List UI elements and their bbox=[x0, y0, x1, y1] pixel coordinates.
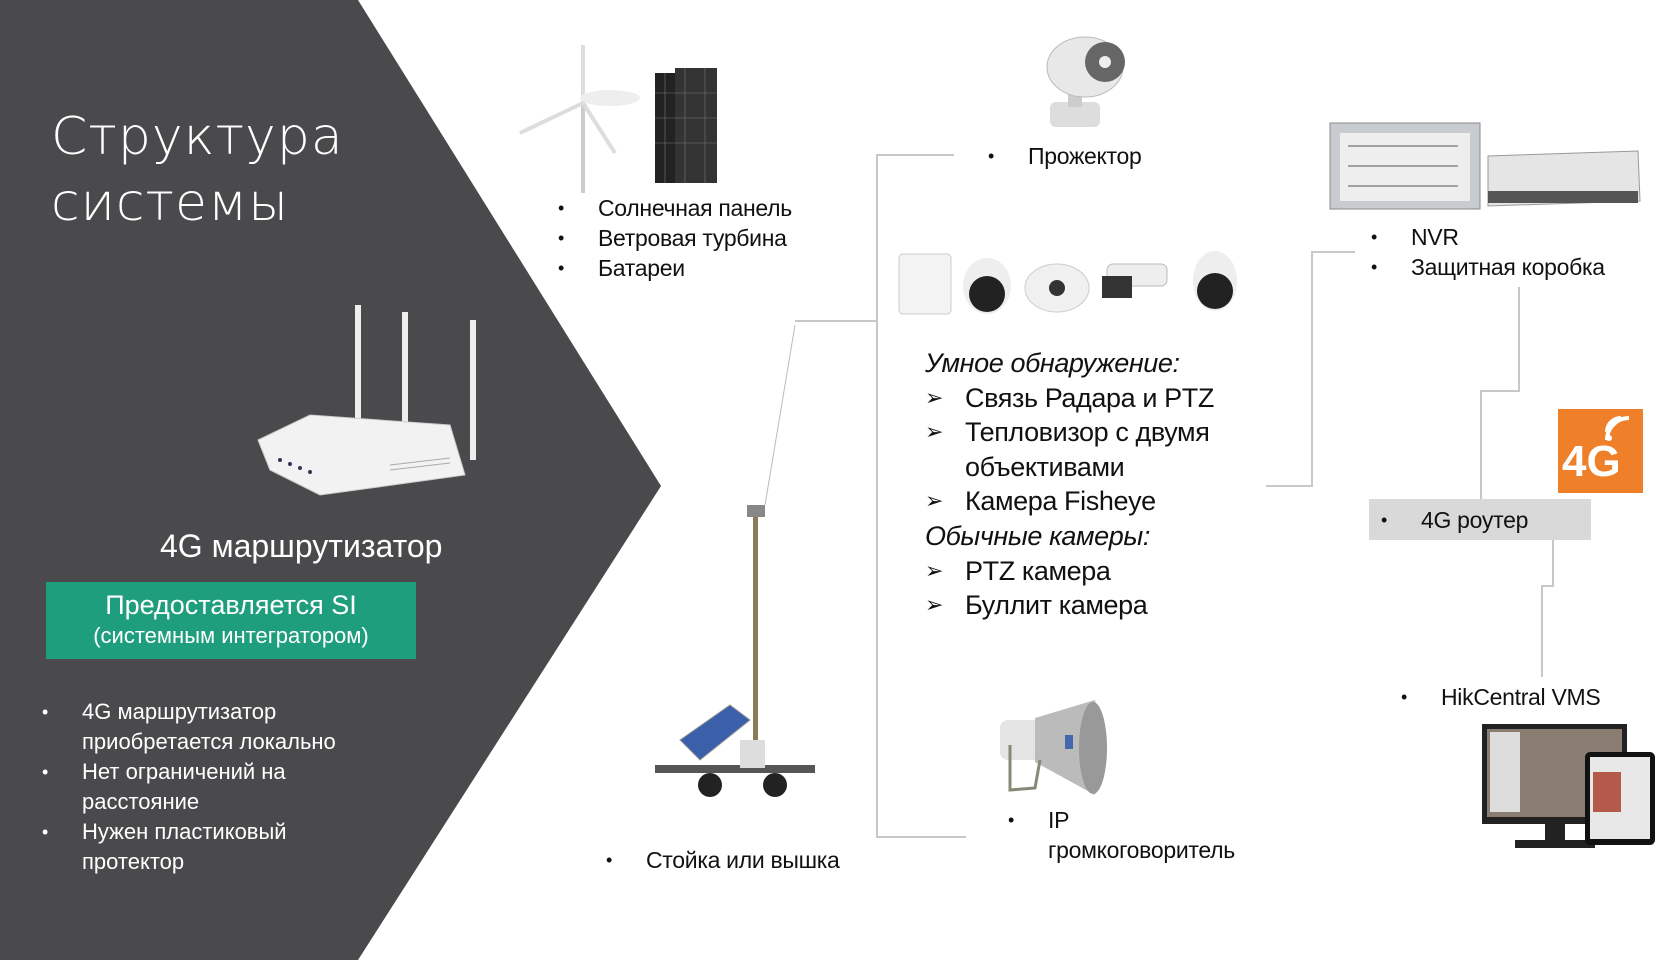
connector-line bbox=[1480, 390, 1520, 392]
wifi-signal-icon bbox=[1605, 416, 1630, 441]
projector-label: Прожектор bbox=[988, 141, 1142, 171]
page-title: Структура системы bbox=[51, 104, 344, 236]
smart-item: Связь Радара и PTZ bbox=[925, 381, 1214, 416]
smart-item: Тепловизор с двумя bbox=[925, 415, 1214, 450]
connector-line bbox=[876, 154, 954, 156]
ip-speaker-label: IP громкоговоритель bbox=[1008, 805, 1235, 865]
tower-item: Стойка или вышка bbox=[606, 845, 840, 875]
wind-solar-image bbox=[519, 45, 717, 193]
connector-line bbox=[795, 320, 877, 322]
nvr-cabinet-image bbox=[1329, 122, 1641, 210]
nvr-item: NVR bbox=[1371, 222, 1605, 252]
connector-line bbox=[1311, 251, 1313, 487]
projector-item: Прожектор bbox=[988, 141, 1142, 171]
vms-item: HikCentral VMS bbox=[1401, 682, 1601, 712]
router-image bbox=[257, 305, 476, 496]
connector-line bbox=[1518, 287, 1520, 391]
nvr-list: NVR Защитная коробка bbox=[1371, 222, 1605, 282]
regular-item: Буллит камера bbox=[925, 588, 1214, 623]
tower-trailer-image bbox=[655, 324, 815, 797]
connector-line bbox=[1552, 540, 1554, 586]
speaker-line-1: IP bbox=[1008, 805, 1235, 835]
regular-item: PTZ камера bbox=[925, 554, 1214, 589]
connector-line bbox=[876, 154, 878, 838]
badge-subtitle: (системным интегратором) bbox=[93, 623, 369, 648]
regular-cameras-heading: Обычные камеры: bbox=[925, 520, 1150, 551]
power-item: Ветровая турбина bbox=[558, 223, 792, 253]
power-item: Солнечная панель bbox=[558, 193, 792, 223]
4g-router-label: 4G роутер bbox=[1381, 505, 1591, 535]
vms-monitor-image bbox=[1482, 724, 1655, 848]
tower-label: Стойка или вышка bbox=[606, 845, 840, 875]
4g-router-box: 4G роутер bbox=[1369, 499, 1591, 540]
power-list: Солнечная панель Ветровая турбина Батаре… bbox=[558, 193, 792, 283]
router-label: 4G маршрутизатор bbox=[160, 528, 443, 564]
detection-list: Умное обнаружение: Связь Радара и PTZ Те… bbox=[925, 346, 1214, 623]
connector-line bbox=[1541, 585, 1554, 587]
connector-line bbox=[1266, 485, 1312, 487]
smart-item-continued: объективами bbox=[965, 451, 1125, 482]
4g-icon-text: 4G bbox=[1562, 437, 1621, 486]
power-item: Батареи bbox=[558, 253, 792, 283]
badge-title: Предоставляется SI bbox=[105, 590, 357, 620]
title-line-1: Структура bbox=[51, 107, 344, 167]
smart-item: Камера Fisheye bbox=[925, 484, 1214, 519]
title-line-2: системы bbox=[51, 173, 289, 233]
4g-signal-icon: 4G bbox=[1558, 409, 1643, 493]
projector-image bbox=[1046, 36, 1125, 127]
speaker-line-2: громкоговоритель bbox=[1048, 837, 1235, 863]
nvr-item: Защитная коробка bbox=[1371, 252, 1605, 282]
smart-detection-heading: Умное обнаружение: bbox=[925, 348, 1180, 378]
vms-label: HikCentral VMS bbox=[1401, 682, 1601, 712]
si-provided-badge: Предоставляется SI (системным интегратор… bbox=[46, 582, 416, 659]
cameras-image bbox=[898, 251, 1237, 315]
connector-line bbox=[876, 836, 966, 838]
ip-speaker-image bbox=[1000, 700, 1107, 795]
connector-line bbox=[1480, 390, 1482, 500]
connector-line bbox=[1311, 251, 1355, 253]
connector-line bbox=[1541, 585, 1543, 677]
